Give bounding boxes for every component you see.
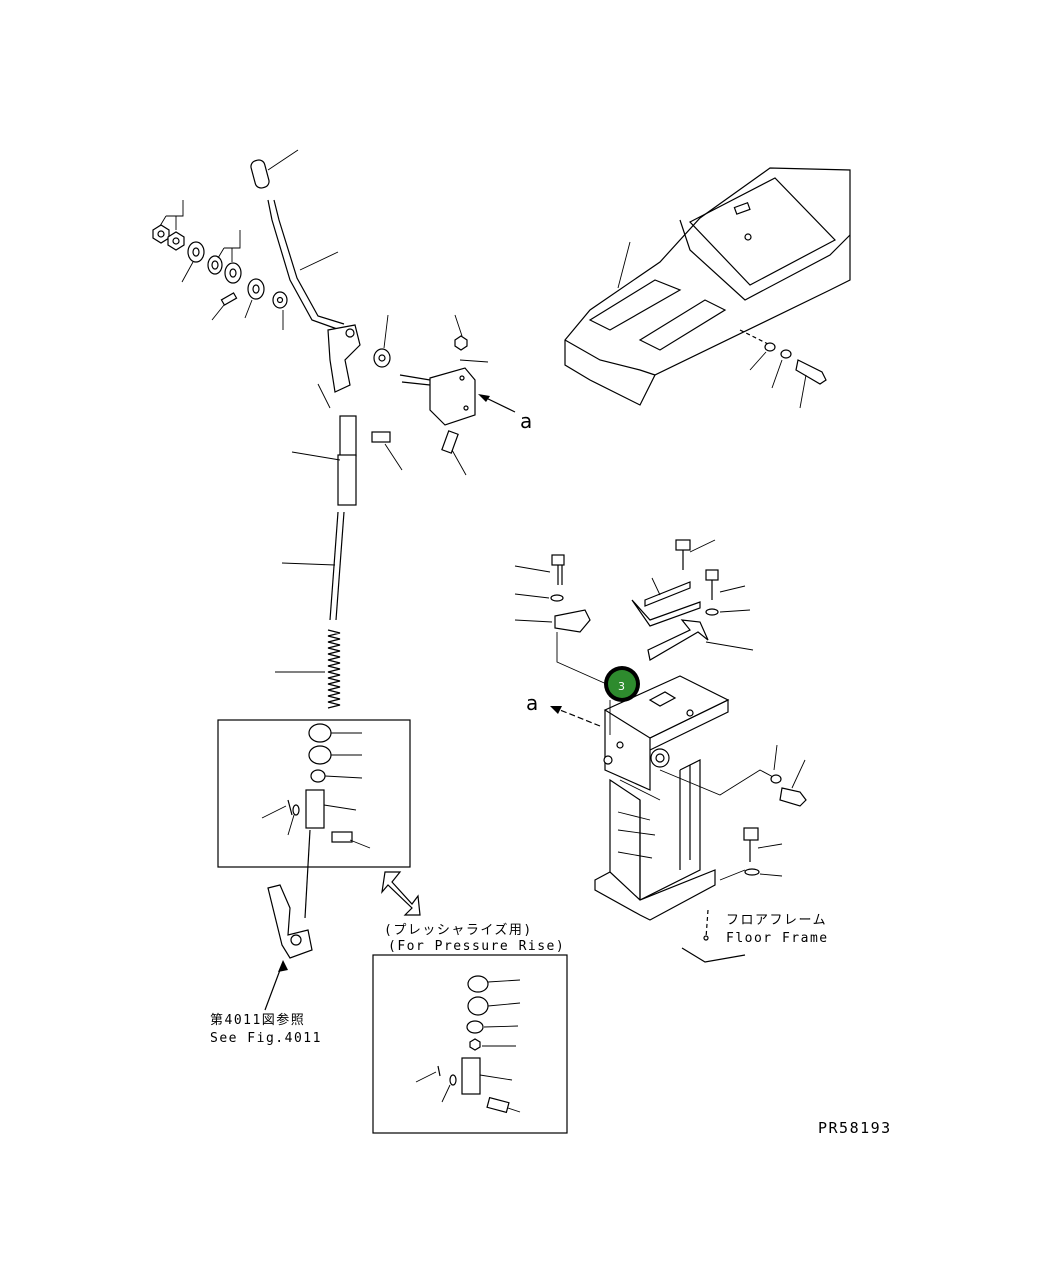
control-rod (281, 511, 345, 621)
detail-box-standard (217, 717, 411, 919)
lever-knob (250, 149, 299, 189)
double-arrow (381, 871, 421, 916)
callout-badge[interactable]: 3 (604, 666, 640, 702)
floor-frame-en: Floor Frame (726, 931, 829, 946)
shift-lever (267, 199, 345, 331)
washer-4 (272, 291, 288, 330)
spring-washer (247, 278, 265, 300)
see-fig-jp: 第4011図参照 (210, 1012, 305, 1028)
arrow-a-top-label: a (520, 409, 532, 433)
pressure-rise-en: (For Pressure Rise) (388, 939, 565, 954)
washer-2 (207, 255, 223, 275)
arrow-a-bottom: a (526, 691, 601, 727)
console-cover (564, 167, 851, 409)
detail-box-pressure-rise: (プレッシャライズ用) (For Pressure Rise) (372, 922, 568, 1134)
see-fig-en: See Fig.4011 (210, 1031, 322, 1046)
nut-2 (167, 231, 185, 251)
switch-unit (399, 314, 489, 476)
frame-assembly (514, 539, 807, 963)
washer-3 (224, 262, 242, 284)
drawing-number: PR58193 (818, 1119, 892, 1137)
arrow-a-top: a (478, 394, 532, 433)
spring (275, 629, 341, 709)
callout-number: 3 (618, 680, 625, 693)
pin (211, 292, 238, 321)
floor-frame-label: フロアフレーム Floor Frame (726, 913, 829, 946)
washer-1 (187, 241, 205, 263)
floor-frame-jp: フロアフレーム (726, 913, 827, 928)
washer-5 (373, 314, 391, 368)
bottom-lever: 第4011図参照 See Fig.4011 (210, 884, 322, 1046)
nut-1 (152, 224, 170, 244)
pressure-rise-jp: (プレッシャライズ用) (384, 922, 533, 938)
lever-bracket (317, 324, 361, 409)
arrow-a-bottom-label: a (526, 691, 538, 715)
rod-joint (291, 415, 403, 506)
